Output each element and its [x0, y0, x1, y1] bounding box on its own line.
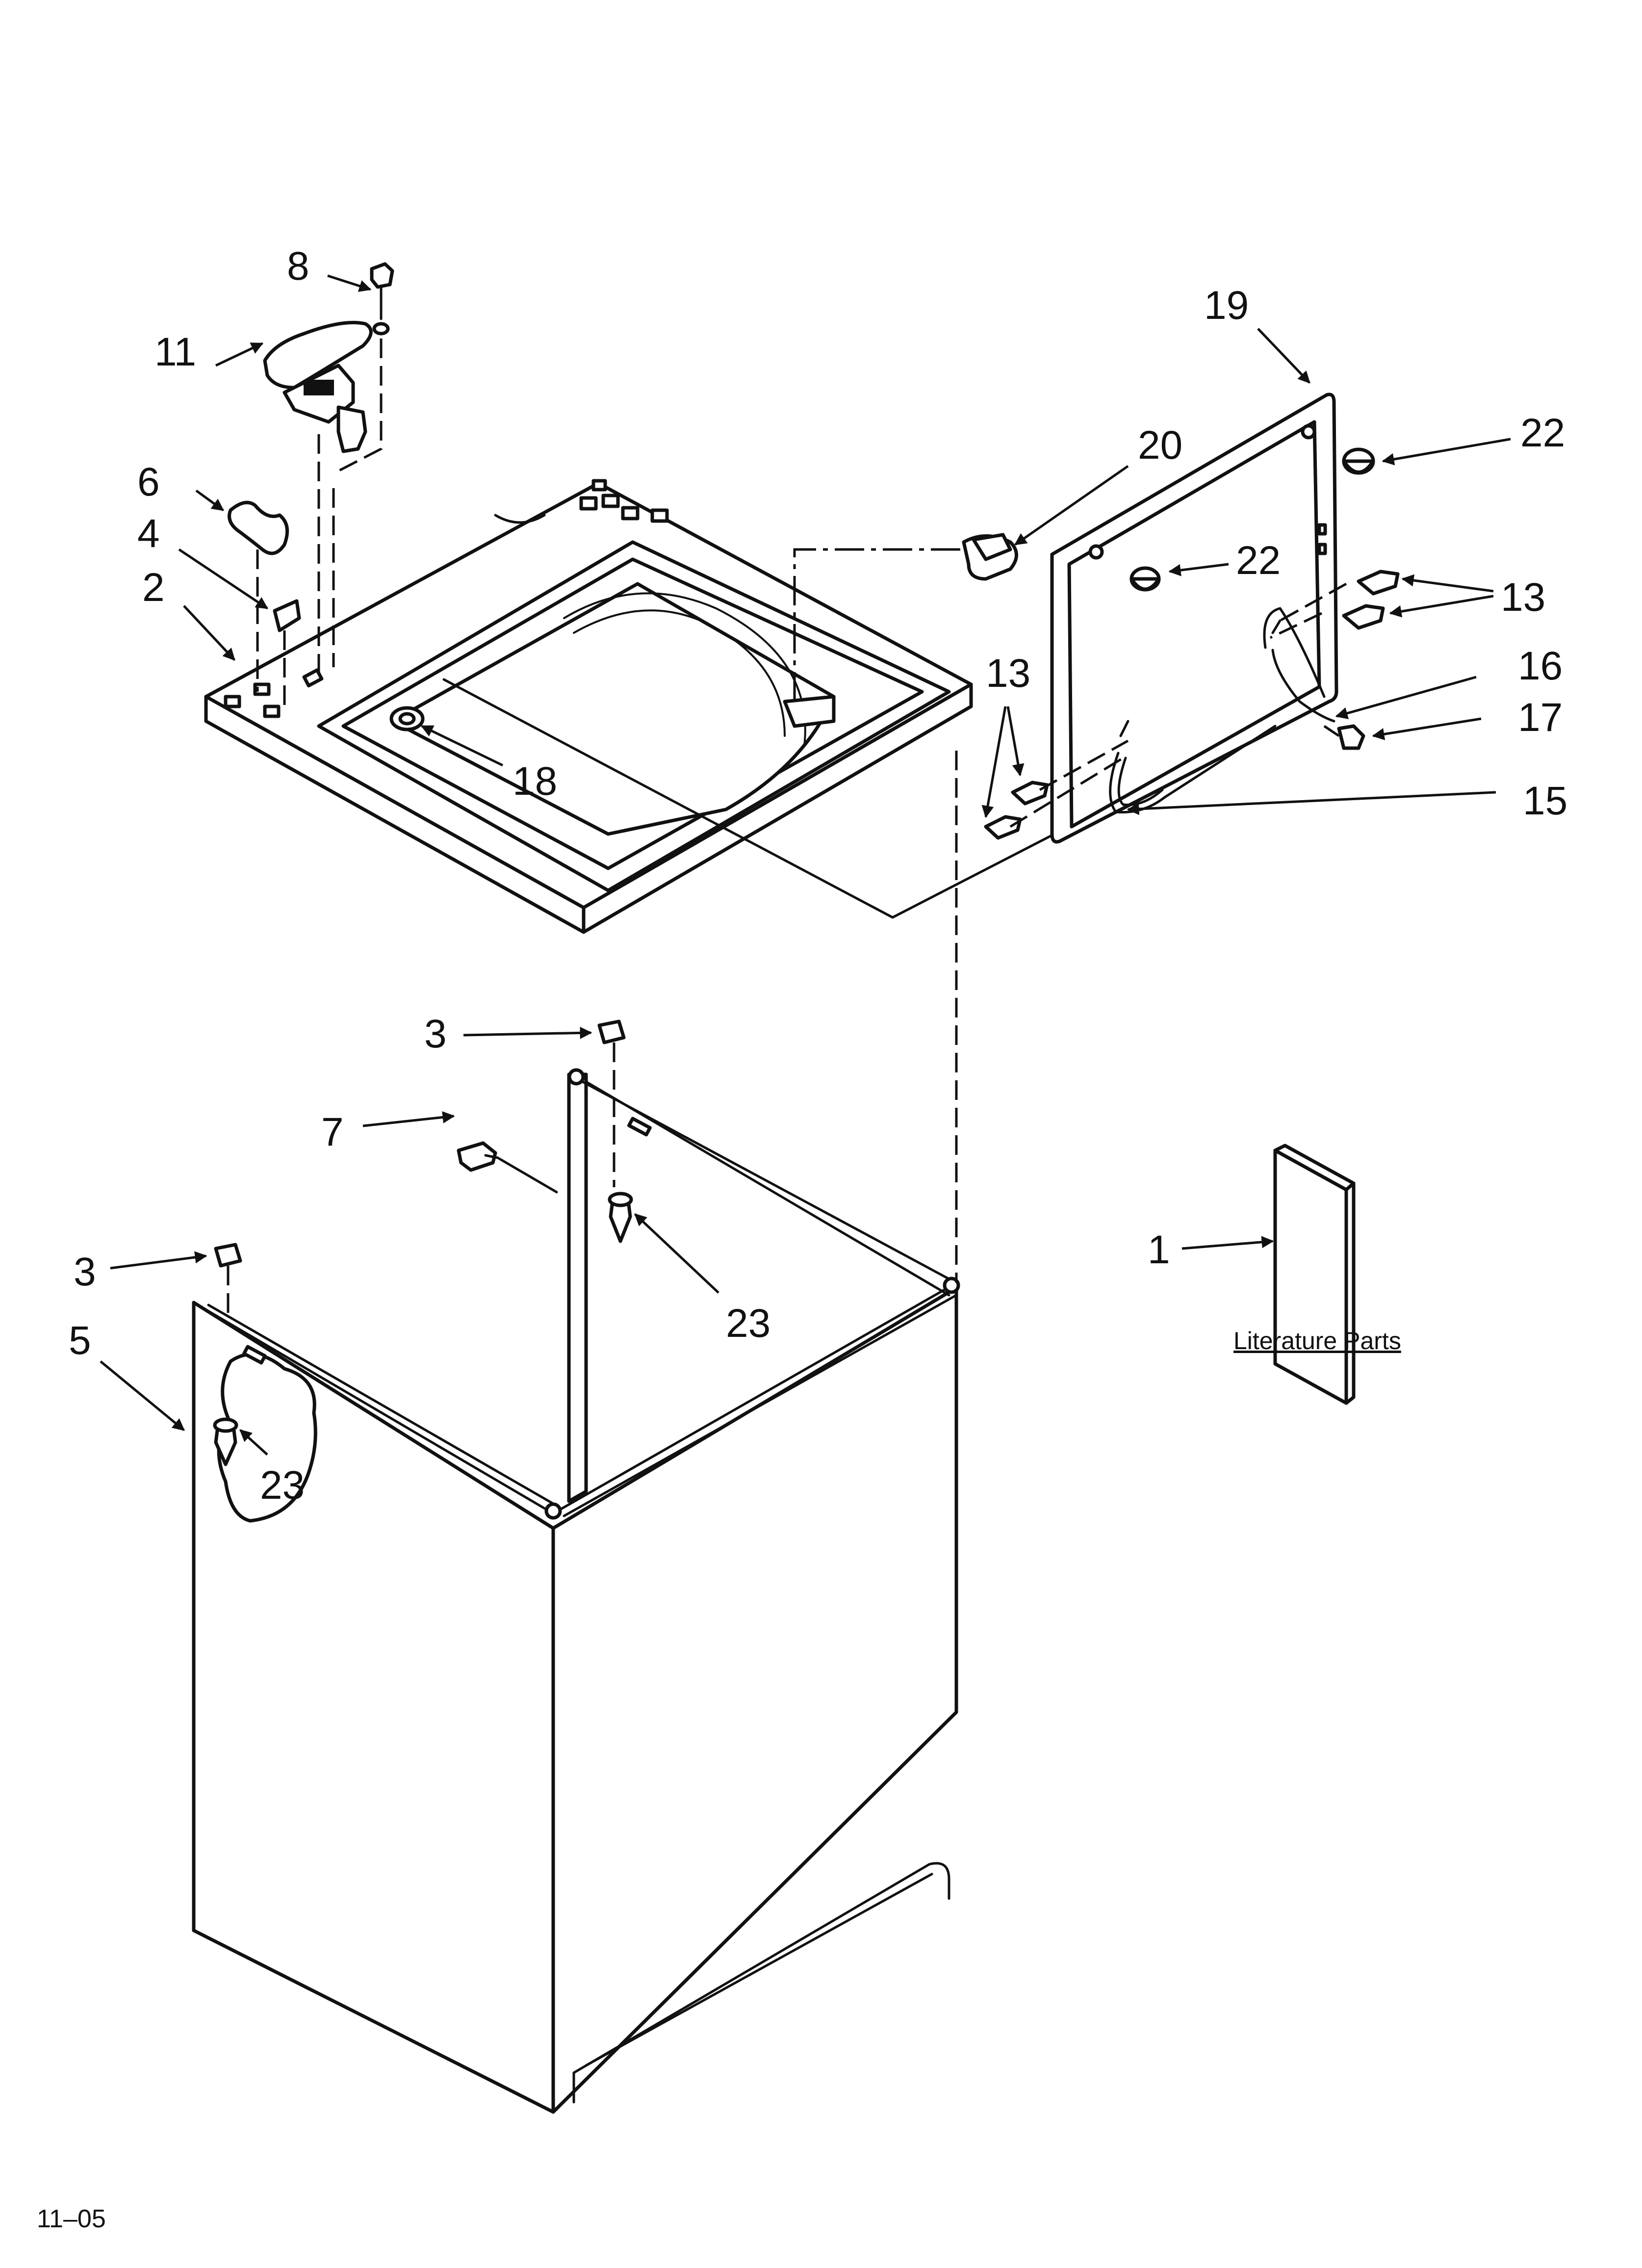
label-part-17: 17	[1518, 695, 1563, 740]
label-part-23-upper: 23	[726, 1301, 770, 1346]
label-part-8: 8	[287, 244, 309, 288]
label-part-3-lower: 3	[74, 1250, 96, 1294]
label-part-7: 7	[321, 1110, 344, 1154]
label-part-2: 2	[142, 565, 165, 610]
label-part-13-right: 13	[1501, 575, 1545, 620]
label-part-22-lower: 22	[1236, 538, 1281, 583]
cabinet-illustration	[192, 1068, 960, 2114]
label-part-11: 11	[154, 330, 196, 374]
label-part-3-upper: 3	[424, 1012, 447, 1056]
part-labels: 8 11 6 4 2 18 19 20 22 22 13 13 16 17 15…	[37, 244, 1567, 2233]
label-part-20: 20	[1138, 423, 1182, 468]
literature-parts-caption: Literature Parts	[1233, 1327, 1401, 1355]
page-code: 11–05	[37, 2205, 106, 2233]
label-part-22-upper: 22	[1520, 411, 1565, 455]
label-part-18: 18	[513, 759, 557, 804]
label-part-4: 4	[137, 511, 160, 556]
label-part-19: 19	[1204, 283, 1249, 328]
hardware-illustrations	[213, 262, 1400, 1466]
callout-arrows	[100, 274, 1511, 1456]
label-part-1: 1	[1148, 1227, 1170, 1272]
label-part-6: 6	[137, 460, 160, 504]
label-part-15: 15	[1523, 779, 1567, 823]
assembly-lines	[227, 339, 1347, 1320]
label-part-23-lower: 23	[260, 1463, 305, 1508]
label-part-16: 16	[1518, 644, 1563, 688]
top-panel-illustration	[204, 479, 1056, 934]
label-part-13-left: 13	[986, 651, 1030, 696]
label-part-5: 5	[69, 1318, 91, 1363]
lid-illustration	[1050, 392, 1338, 844]
